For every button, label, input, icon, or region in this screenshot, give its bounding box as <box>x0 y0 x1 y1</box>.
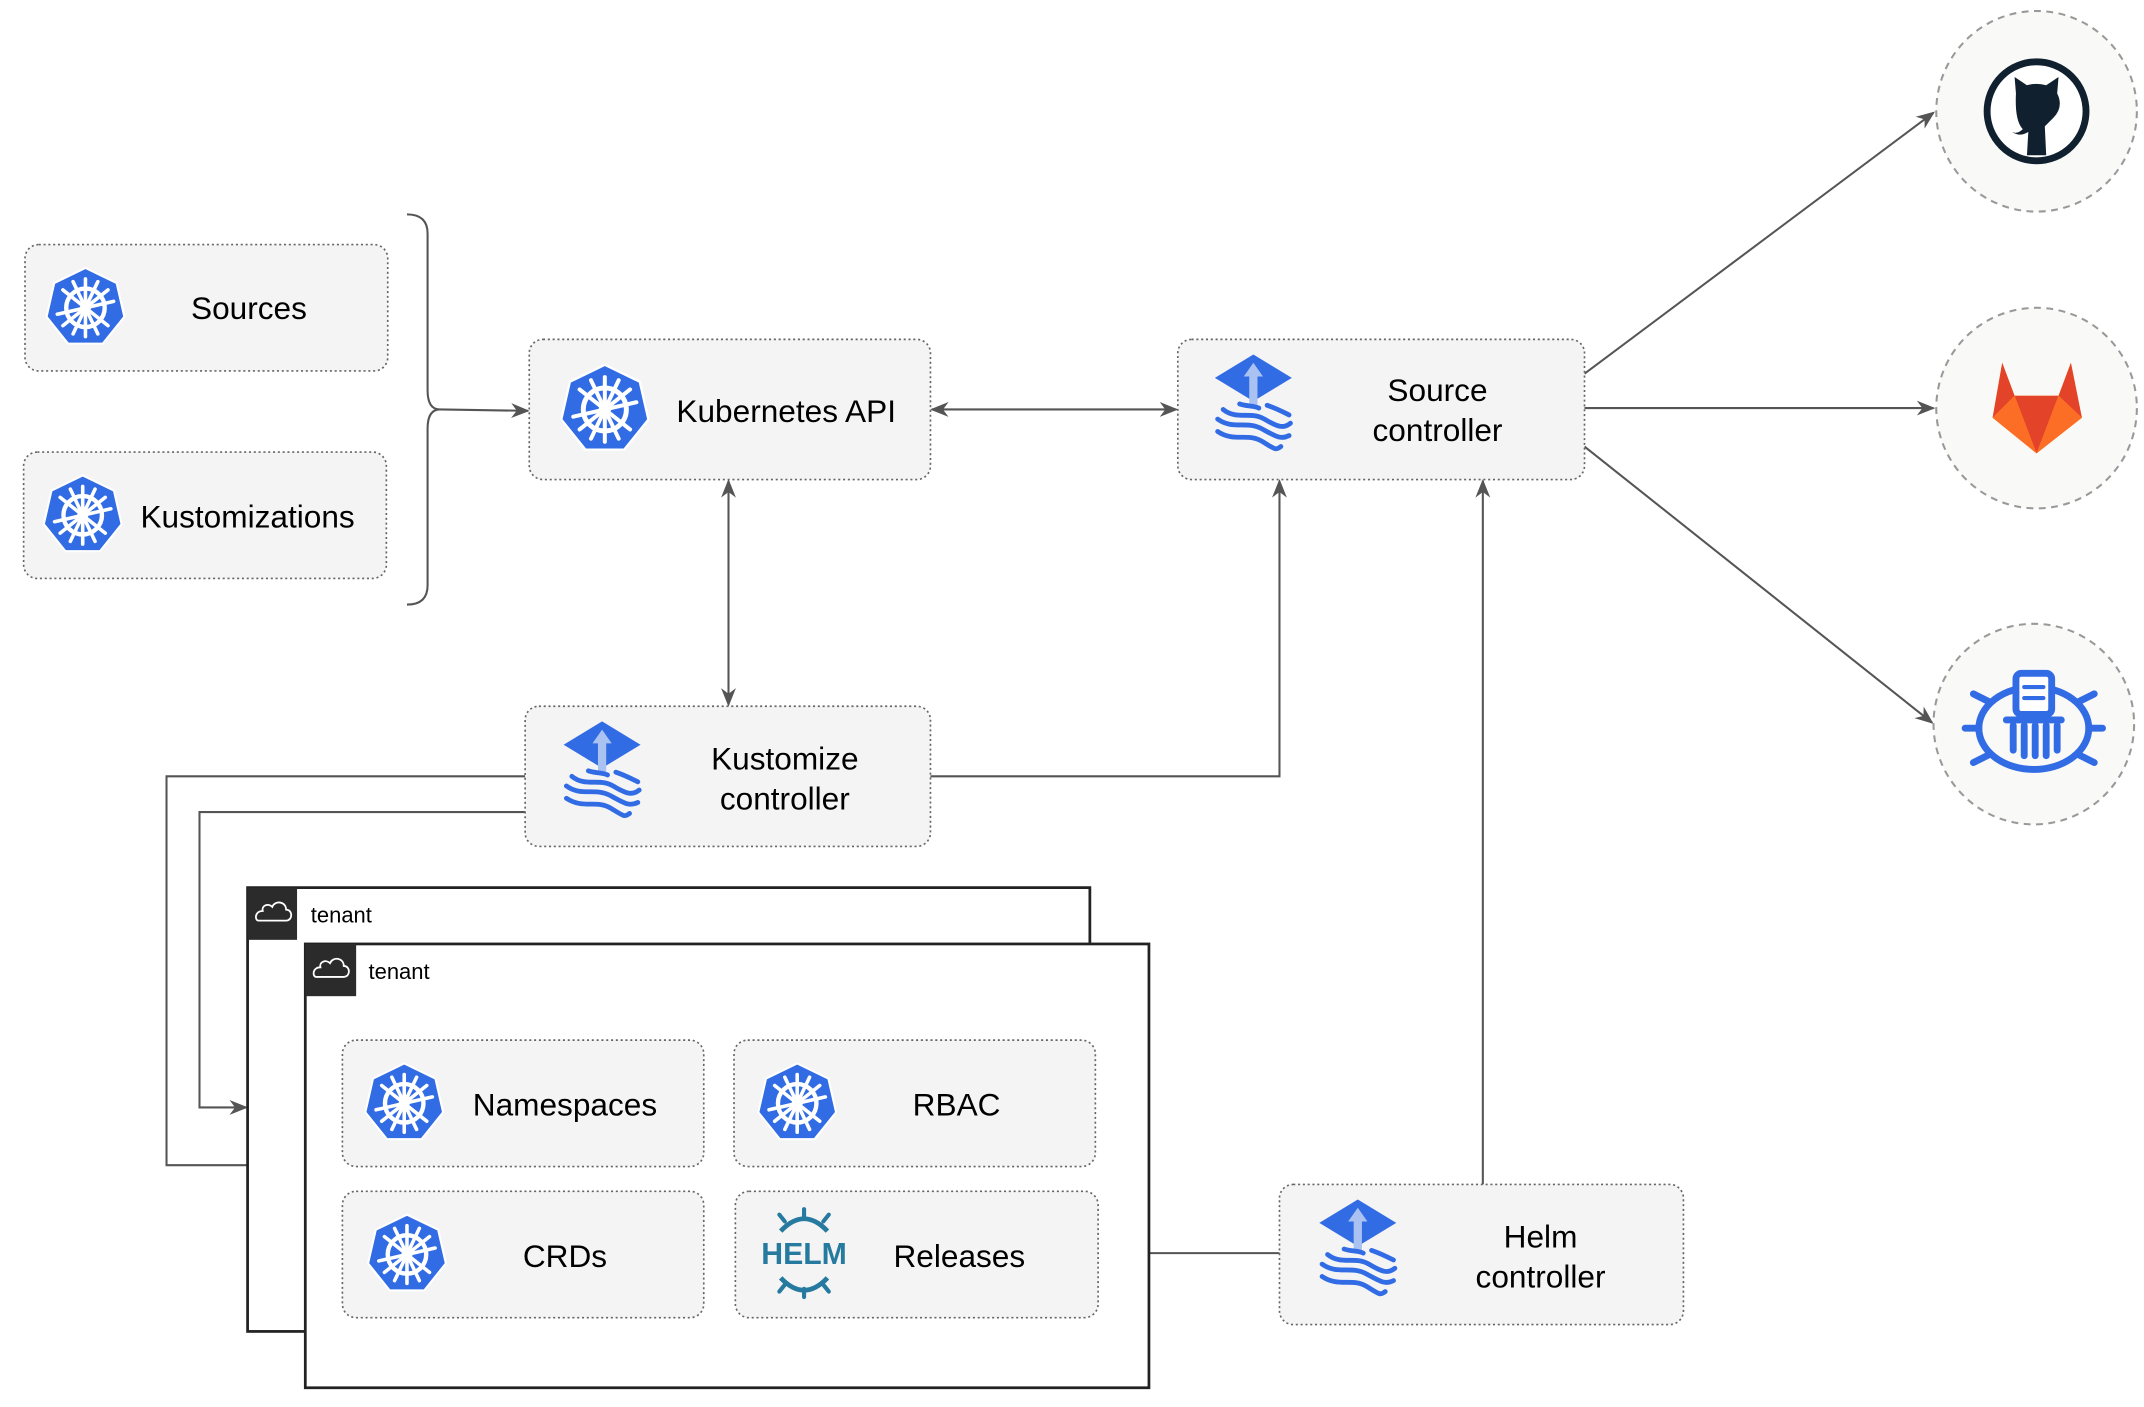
source-controller-label-line1: Source <box>1387 372 1487 408</box>
kubernetes-api-label: Kubernetes API <box>676 393 896 429</box>
crds-node[interactable]: CRDs <box>341 1190 705 1319</box>
tenant-header-icon-bg <box>247 887 298 940</box>
kustomizations-node[interactable]: Kustomizations <box>22 451 388 580</box>
helm-controller-node[interactable]: Helm controller <box>1278 1183 1685 1326</box>
edge-kustomize-to-source <box>930 479 1287 778</box>
namespaces-label: Namespaces <box>473 1087 657 1123</box>
kubernetes-api-node[interactable]: Kubernetes API <box>528 338 932 481</box>
edge-source-to-github <box>1583 111 1935 375</box>
bucket-node[interactable] <box>1932 622 2136 826</box>
gitlab-node[interactable] <box>1935 306 2138 510</box>
releases-node[interactable]: HELM Releases <box>734 1190 1099 1319</box>
edge-to-kubernetes-api <box>439 403 530 418</box>
rbac-label: RBAC <box>913 1087 1001 1123</box>
gitlab-icon <box>1992 362 2082 454</box>
edge-kustomize-to-tenant-front <box>165 775 526 1173</box>
source-controller-label-line2: controller <box>1373 412 1503 448</box>
kustomize-controller-label-line1: Kustomize <box>711 740 858 776</box>
edge-source-to-bucket <box>1583 445 1934 724</box>
helm-controller-label-line1: Helm <box>1504 1219 1578 1255</box>
crds-label: CRDs <box>523 1238 607 1274</box>
helm-logo-text: HELM <box>761 1238 847 1271</box>
brace <box>406 213 441 606</box>
github-node[interactable] <box>1935 9 2138 213</box>
helm-icon: HELM <box>761 1207 847 1300</box>
github-icon <box>1983 58 2090 165</box>
source-controller-node[interactable]: Source controller <box>1176 338 1586 481</box>
tenant-label: tenant <box>311 903 372 928</box>
kustomizations-label: Kustomizations <box>140 499 354 535</box>
edges <box>165 111 1936 1261</box>
edge-kustomize-to-tenant-back <box>198 811 526 1115</box>
kustomize-controller-node[interactable]: Kustomize controller <box>524 705 932 848</box>
tenant-label: tenant <box>369 959 430 984</box>
namespaces-node[interactable]: Namespaces <box>341 1039 705 1168</box>
releases-label: Releases <box>893 1238 1025 1274</box>
rbac-node[interactable]: RBAC <box>733 1039 1097 1168</box>
sources-label: Sources <box>191 290 307 326</box>
tenant-front[interactable]: tenant Namespaces RBAC CRDs HELM <box>303 942 1151 1390</box>
sources-node[interactable]: Sources <box>24 243 389 372</box>
bucket-icon <box>1961 669 2106 773</box>
kustomize-controller-label-line2: controller <box>720 780 850 816</box>
helm-controller-label-line2: controller <box>1476 1258 1606 1294</box>
